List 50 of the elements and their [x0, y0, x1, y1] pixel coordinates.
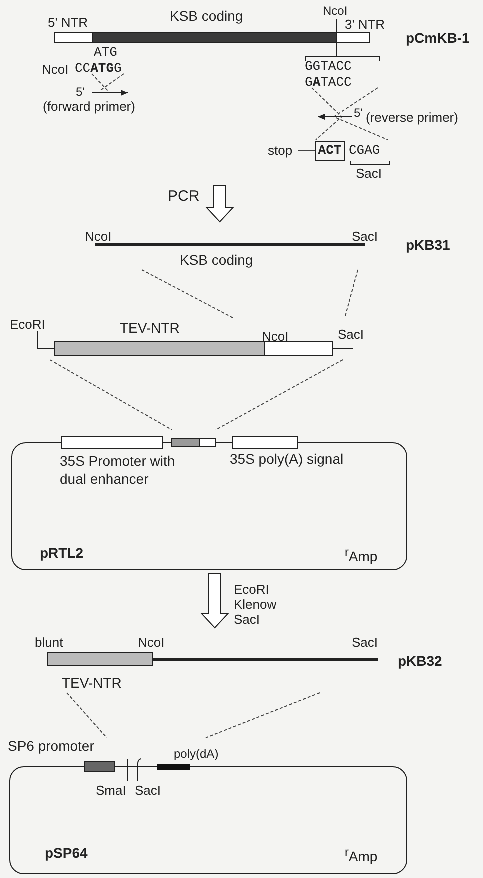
region-label: 35S Promoter with dual enhancer	[60, 452, 176, 488]
restriction-site-label: NcoI	[42, 62, 69, 77]
codon-label: stop	[268, 143, 293, 158]
sequence-text: ATG	[94, 45, 118, 60]
plasmid-name: pKB32	[398, 654, 442, 669]
restriction-site-label: SacI	[352, 229, 378, 244]
sequence-text: CCATGG	[75, 61, 122, 76]
region-label: SP6 promoter	[8, 739, 94, 754]
gene-label: KSB coding	[170, 9, 244, 24]
region-label: 5' NTR	[48, 15, 88, 30]
restriction-site-label: SacI	[338, 327, 364, 342]
primer-end-label: 5'	[354, 106, 363, 121]
region-label: 35S poly(A) signal	[230, 452, 344, 467]
end-label: blunt	[35, 635, 64, 650]
restriction-site-label: SacI	[356, 166, 382, 181]
sequence-text: CGAG	[349, 143, 380, 158]
plasmid-name: pKB31	[406, 238, 450, 253]
connector-line	[298, 150, 316, 152]
restriction-site-label: SacI	[135, 783, 162, 798]
primer-label: (forward primer)	[43, 99, 136, 114]
plasmid-name: pRTL2	[40, 546, 84, 561]
process-arrow	[206, 186, 234, 223]
sequence-text: GGTACC	[305, 59, 352, 74]
restriction-site-label: SacI	[352, 635, 378, 650]
region-label: poly(dA)	[174, 747, 219, 762]
insertion-line	[344, 270, 358, 318]
insertion-line	[206, 692, 320, 738]
restriction-site-label: NcoI	[262, 329, 289, 344]
insertion-line	[50, 360, 172, 430]
plasmid-name: pCmKB-1	[406, 31, 470, 46]
primer-label: (reverse primer)	[366, 110, 458, 125]
sequence-text: GATACC	[305, 75, 352, 90]
restriction-site-label: EcoRI	[10, 317, 46, 332]
insertion-line	[142, 270, 234, 318]
restriction-site-label: SmaI	[96, 783, 126, 798]
gene-label: KSB coding	[180, 253, 254, 268]
resistance-gene-label: $^{r}$Amp	[345, 545, 378, 565]
insertion-line	[66, 692, 108, 738]
boxed-codon: ACT	[315, 141, 345, 161]
restriction-site-label: NcoI	[85, 229, 112, 244]
resistance-gene-label: $^{r}$Amp	[345, 845, 378, 865]
region-label: 3' NTR	[345, 17, 386, 32]
restriction-site-label: NcoI	[138, 635, 165, 650]
insertion-line	[216, 360, 344, 430]
plasmid-name: pSP64	[45, 846, 88, 861]
process-arrow	[200, 574, 230, 629]
region-label: TEV-NTR	[120, 321, 180, 336]
restriction-site-label: NcoI	[323, 4, 348, 19]
region-label: TEV-NTR	[62, 676, 122, 691]
primer-end-label: 5'	[76, 85, 85, 100]
